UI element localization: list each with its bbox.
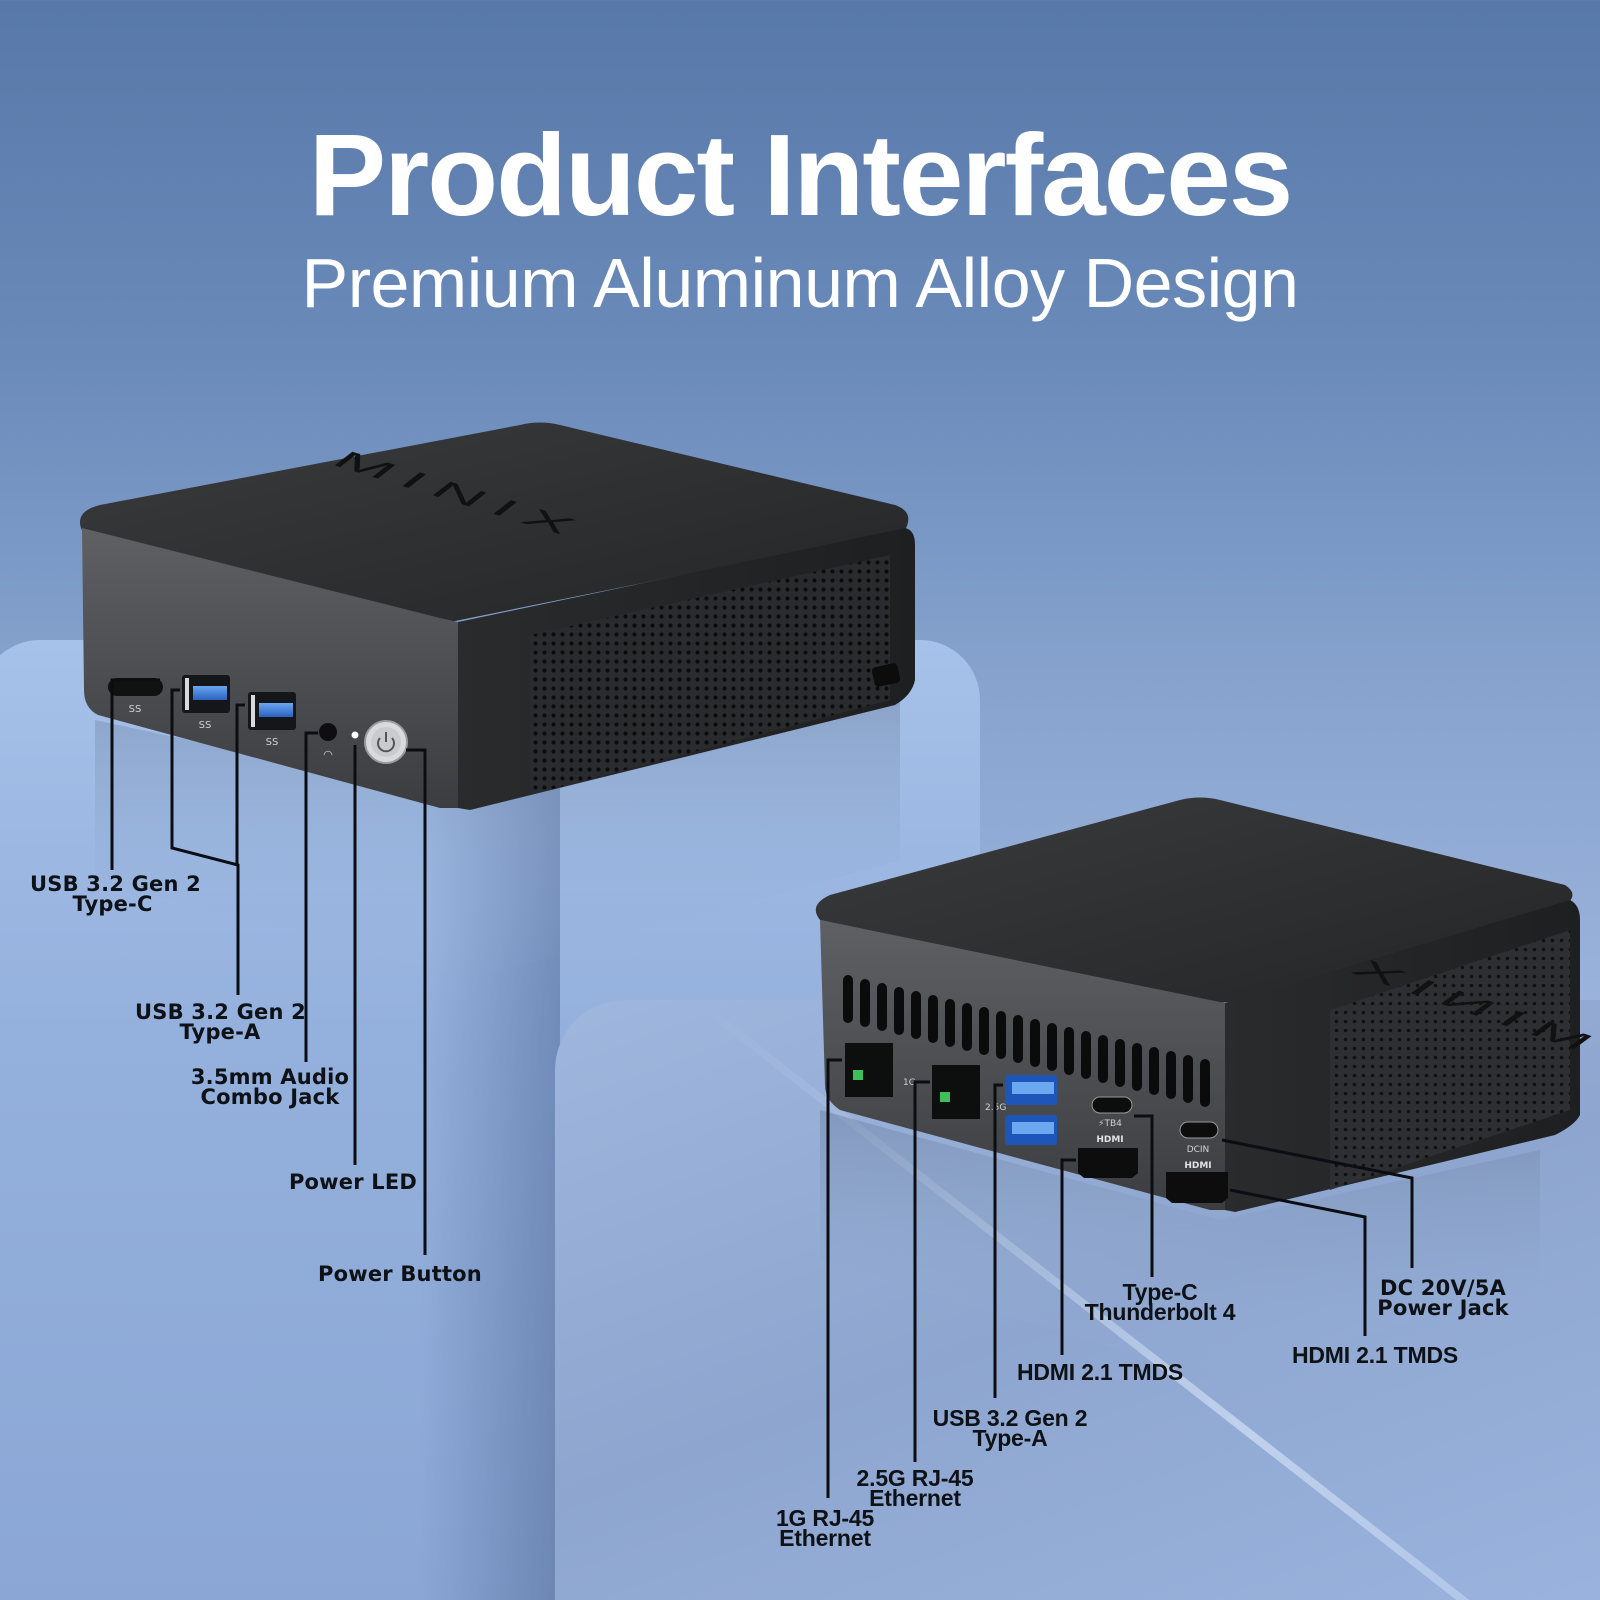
label-usb-c-front: USB 3.2 Gen 2 Type-C: [30, 872, 201, 916]
page-subtitle: Premium Aluminum Alloy Design: [301, 243, 1299, 322]
svg-text:MINIX: MINIX: [324, 446, 598, 543]
label-power-button: Power Button: [318, 1262, 482, 1286]
label-rj45-2-5g: 2.5G RJ-45 Ethernet: [856, 1465, 974, 1511]
label-audio-jack: 3.5mm Audio Combo Jack: [190, 1065, 350, 1109]
page-title: Product Interfaces: [308, 110, 1294, 240]
label-usb-a-front: USB 3.2 Gen 2 Type-A: [135, 1000, 306, 1044]
label-dc-power: DC 20V/5A Power Jack: [1377, 1276, 1509, 1320]
label-hdmi-2: HDMI 2.1 TMDS: [1291, 1342, 1459, 1368]
label-usb-a-rear: USB 3.2 Gen 2 Type-A: [932, 1405, 1088, 1451]
label-power-led: Power LED: [288, 1170, 418, 1194]
label-rj45-1g: 1G RJ-45 Ethernet: [775, 1505, 875, 1551]
label-hdmi-1: HDMI 2.1 TMDS: [1016, 1359, 1184, 1385]
label-thunderbolt: Type-C Thunderbolt 4: [1084, 1279, 1236, 1325]
minix-logo-icon: MINIX: [324, 446, 598, 543]
left-pedestal-shadow: [420, 700, 560, 1600]
header: Product Interfaces Premium Aluminum Allo…: [0, 110, 1600, 322]
